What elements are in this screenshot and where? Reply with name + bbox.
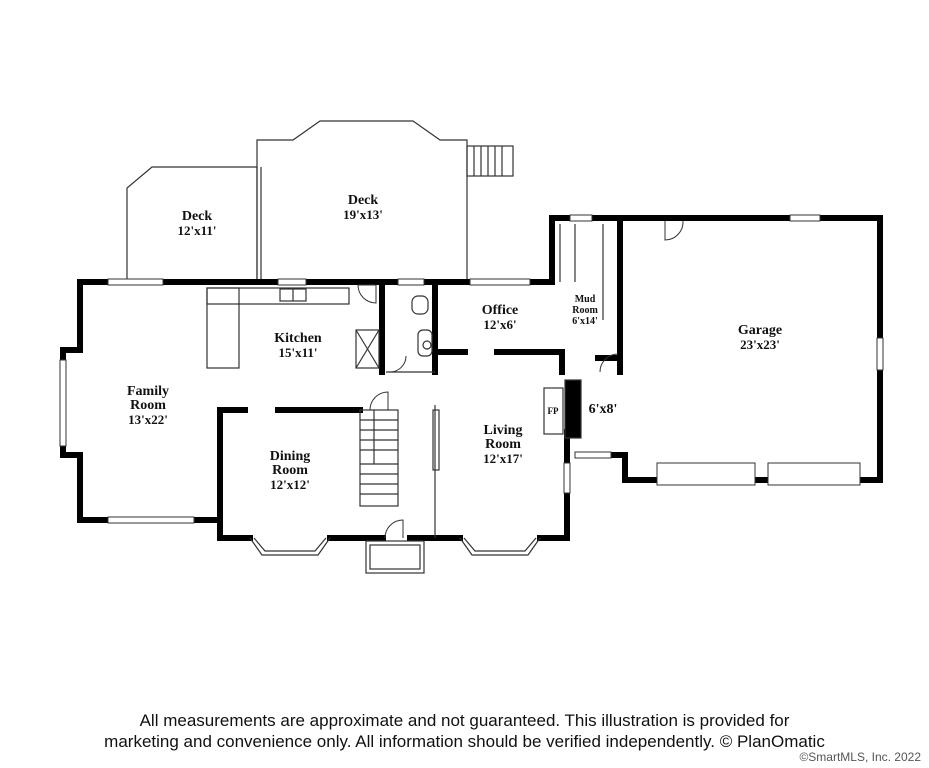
office-size: 12'x6' <box>483 317 516 332</box>
refrigerator <box>355 329 380 369</box>
walls <box>60 215 883 541</box>
kitchen-counter-side <box>206 287 240 369</box>
disclaimer-line-2: marketing and convenience only. All info… <box>104 732 825 751</box>
kitchen-counter <box>206 287 350 305</box>
family-room-size: 13'x22' <box>128 412 168 427</box>
living-room-name-1: Living <box>484 423 523 438</box>
dining-room-name-2: Room <box>272 463 308 478</box>
disclaimer-line-1: All measurements are approximate and not… <box>139 711 790 730</box>
stair-door <box>369 391 389 411</box>
deck-outlines <box>126 120 514 281</box>
main-stairs <box>359 409 399 507</box>
mud-room-size: 6'x14' <box>572 316 598 327</box>
dining-bay-window <box>249 537 331 556</box>
mud-room-name-2: Room <box>572 305 598 316</box>
deck-left-name: Deck <box>182 209 213 224</box>
garage-door-right <box>767 462 861 486</box>
kitchen-deck-door <box>357 284 377 304</box>
deck-stairs <box>466 145 514 177</box>
garage-door-left <box>656 462 756 486</box>
bathroom-sink <box>417 329 433 357</box>
dining-room-size: 12'x12' <box>270 477 310 492</box>
mud-room-door <box>599 353 619 373</box>
living-room-name-2: Room <box>485 437 521 452</box>
hearth-size: 6'x8' <box>589 402 618 417</box>
family-room-name-1: Family <box>127 384 169 399</box>
kitchen-size: 15'x11' <box>278 345 317 360</box>
garage-name: Garage <box>738 323 782 338</box>
dining-room-name-1: Dining <box>270 449 310 464</box>
fireplace-box <box>543 387 564 435</box>
family-room-name-2: Room <box>130 398 166 413</box>
living-room-size: 12'x17' <box>483 451 523 466</box>
deck-right-size: 19'x13' <box>343 207 383 222</box>
copyright-notice: ©SmartMLS, Inc. 2022 <box>799 750 921 764</box>
interior-lines <box>206 224 604 574</box>
front-door <box>384 519 404 539</box>
garage-size: 23'x23' <box>740 337 780 352</box>
fireplace-label: FP <box>548 406 559 416</box>
living-room-built-in <box>432 409 440 471</box>
room-labels: Deck 12'x11' Deck 19'x13' Kitchen 15'x11… <box>127 193 782 492</box>
deck-left-size: 12'x11' <box>177 223 216 238</box>
chimney <box>564 379 582 439</box>
disclaimer: All measurements are approximate and not… <box>0 710 929 752</box>
deck-right-outline <box>256 120 468 281</box>
front-porch <box>365 540 425 574</box>
windows <box>59 214 884 524</box>
mud-room-name-1: Mud <box>575 294 596 305</box>
garage-side-door <box>664 220 684 241</box>
bath-door <box>389 355 407 373</box>
bathroom-toilet <box>411 295 429 315</box>
kitchen-name: Kitchen <box>274 331 322 346</box>
deck-right-name: Deck <box>348 193 379 208</box>
office-name: Office <box>482 303 519 318</box>
doors <box>357 220 684 539</box>
living-bay-window <box>459 537 541 556</box>
